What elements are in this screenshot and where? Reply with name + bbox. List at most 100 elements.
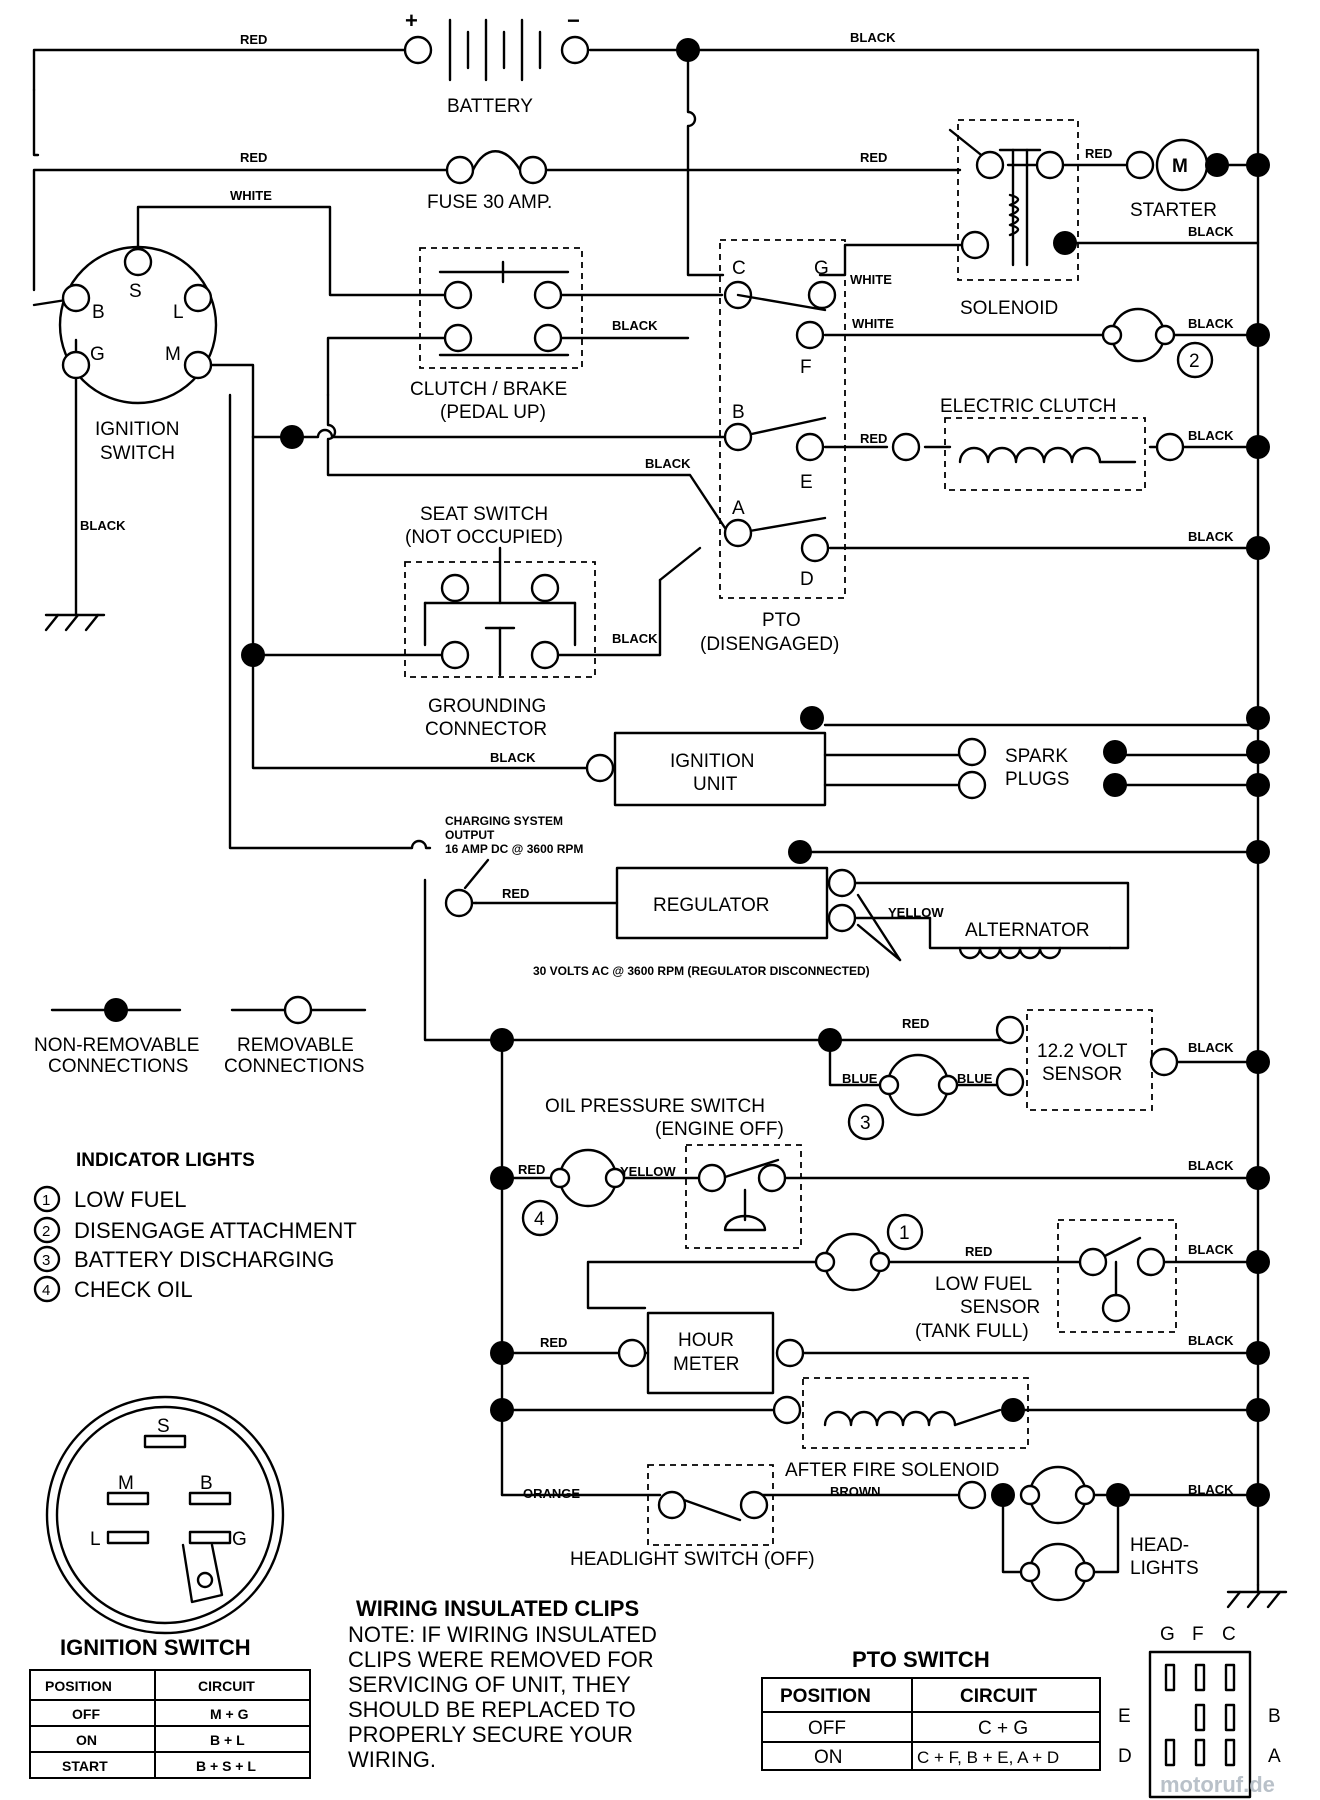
face-terminal-s: S	[157, 1416, 170, 1437]
pto-table-title: PTO SWITCH	[852, 1647, 990, 1672]
electric-clutch: ELECTRIC CLUTCH	[891, 396, 1270, 491]
headlight-switch-label: HEADLIGHT SWITCH (OFF)	[570, 1549, 815, 1570]
volts-note: 30 VOLTS AC @ 3600 RPM (REGULATOR DISCON…	[533, 964, 870, 978]
seat-switch: SEAT SWITCH (NOT OCCUPIED) GROUNDING CON…	[404, 504, 596, 740]
pto-face-g: G	[1160, 1624, 1175, 1645]
charging-label-2: OUTPUT	[445, 828, 495, 842]
ignition-table-header-position: POSITION	[45, 1678, 112, 1694]
wire-label-black: BLACK	[1188, 316, 1234, 331]
clutch-brake-label-1: CLUTCH / BRAKE	[410, 379, 567, 400]
ignition-table-cell: START	[62, 1758, 108, 1774]
seat-switch-label-2: (NOT OCCUPIED)	[405, 527, 563, 548]
wire-label-red: RED	[902, 1016, 929, 1031]
low-fuel-sensor: 1 LOW FUEL SENSOR (TANK FULL)	[814, 1213, 1270, 1342]
indicator-num-1: 1	[42, 1192, 50, 1209]
wire-label-black: BLACK	[850, 30, 896, 45]
wire-label-black: BLACK	[1188, 1333, 1234, 1348]
pto-switch-face: G F C E D B A	[1118, 1624, 1281, 1799]
ignition-table-cell: M + G	[210, 1706, 249, 1722]
wire-label-black: BLACK	[1188, 1482, 1234, 1497]
note-title: WIRING INSULATED CLIPS	[356, 1596, 639, 1621]
indicator-item-3: BATTERY DISCHARGING	[74, 1247, 334, 1272]
oil-switch-label-1: OIL PRESSURE SWITCH	[545, 1096, 765, 1117]
pto-table-header-position: POSITION	[780, 1686, 871, 1707]
ignition-switch-label-2: SWITCH	[100, 443, 175, 464]
wire-label-black: BLACK	[645, 456, 691, 471]
charging-label-1: CHARGING SYSTEM	[445, 814, 563, 828]
spark-plugs-label-2: PLUGS	[1005, 769, 1069, 790]
pto-terminal-a: A	[732, 498, 745, 519]
ignition-switch: S B L G M IGNITION SWITCH	[58, 245, 218, 464]
indicator-item-4: CHECK OIL	[74, 1277, 193, 1302]
fuse-label: FUSE 30 AMP.	[427, 192, 552, 213]
wire-label-black: BLACK	[1188, 1040, 1234, 1055]
ignition-table-cell: B + S + L	[196, 1758, 256, 1774]
pto-face-e: E	[1118, 1706, 1131, 1727]
starter-label: STARTER	[1130, 200, 1217, 221]
wire-label-red: RED	[965, 1244, 992, 1259]
solenoid-label: SOLENOID	[960, 298, 1058, 319]
regulator-label: REGULATOR	[653, 895, 770, 916]
non-removable-connection	[280, 425, 304, 449]
after-fire-solenoid: AFTER FIRE SOLENOID	[490, 1377, 1270, 1481]
indicator-light-2: 2	[1101, 307, 1270, 379]
low-fuel-label-2: SENSOR	[960, 1297, 1040, 1318]
after-fire-label: AFTER FIRE SOLENOID	[785, 1460, 999, 1481]
wire-label-yellow: YELLOW	[620, 1164, 676, 1179]
note-line: SERVICING OF UNIT, THEY	[348, 1672, 631, 1697]
volt-sensor-label-1: 12.2 VOLT	[1037, 1041, 1128, 1062]
wire-label-orange: ORANGE	[523, 1486, 580, 1501]
wire-label-red: RED	[518, 1162, 545, 1177]
wire-label-black: BLACK	[612, 631, 658, 646]
non-removable-connection	[676, 38, 700, 62]
wire-label-black: BLACK	[490, 750, 536, 765]
pto-terminal-f: F	[800, 357, 812, 378]
pto-table-cell: OFF	[808, 1718, 846, 1739]
ignition-table-title: IGNITION SWITCH	[60, 1635, 251, 1660]
pto-terminal-g: G	[814, 258, 829, 279]
wire-label-black: BLACK	[1188, 1158, 1234, 1173]
wires	[32, 48, 1288, 1609]
clutch-brake-switch: CLUTCH / BRAKE (PEDAL UP)	[410, 247, 583, 423]
indicator-lights-title: INDICATOR LIGHTS	[76, 1150, 255, 1171]
legend-non-removable-1: NON-REMOVABLE	[34, 1035, 199, 1056]
headlights-label-1: HEAD-	[1130, 1535, 1189, 1556]
note-line: PROPERLY SECURE YOUR	[348, 1722, 633, 1747]
non-removable-connection	[1246, 153, 1270, 177]
face-terminal-b: B	[200, 1473, 213, 1494]
pto-label-1: PTO	[762, 610, 801, 631]
indicator-num-2: 2	[42, 1223, 50, 1240]
battery-plus-label: +	[405, 8, 418, 33]
wire-label-brown: BROWN	[830, 1484, 881, 1499]
legend-non-removable-dot	[104, 998, 128, 1022]
indicator-lights-legend: INDICATOR LIGHTS 1 LOW FUEL 2 DISENGAGE …	[33, 1150, 357, 1303]
pto-switch-table: PTO SWITCH POSITION CIRCUIT OFF C + G ON…	[761, 1647, 1101, 1771]
pto-terminal-d: D	[800, 569, 814, 590]
ignition-unit-label-1: IGNITION	[670, 751, 754, 772]
removable-connection	[403, 35, 433, 65]
low-fuel-label-3: (TANK FULL)	[915, 1321, 1029, 1342]
indicator-num-3: 3	[42, 1252, 50, 1269]
light-2-number: 2	[1189, 351, 1200, 372]
pto-face-f: F	[1192, 1624, 1204, 1645]
note-line: CLIPS WERE REMOVED FOR	[348, 1647, 654, 1672]
legend-removable-dot	[283, 995, 313, 1025]
face-terminal-m: M	[118, 1473, 134, 1494]
battery: + − BATTERY	[403, 8, 590, 117]
hour-meter-label-1: HOUR	[678, 1330, 734, 1351]
pto-label-2: (DISENGAGED)	[700, 634, 839, 655]
pto-face-d: D	[1118, 1746, 1132, 1767]
connection-legend: NON-REMOVABLE CONNECTIONS REMOVABLE CONN…	[34, 995, 367, 1077]
terminal-g: G	[90, 344, 105, 365]
pto-face-c: C	[1222, 1624, 1236, 1645]
hour-meter-label-2: METER	[673, 1354, 740, 1375]
wire-label-red: RED	[540, 1335, 567, 1350]
wire-label-black: BLACK	[612, 318, 658, 333]
pto-table-cell: C + F, B + E, A + D	[917, 1748, 1059, 1767]
indicator-num-4: 4	[42, 1282, 50, 1299]
wire-label-black: BLACK	[1188, 1242, 1234, 1257]
electric-clutch-label: ELECTRIC CLUTCH	[940, 396, 1116, 417]
ignition-switch-label-1: IGNITION	[95, 419, 179, 440]
wire-label-white: WHITE	[230, 188, 272, 203]
